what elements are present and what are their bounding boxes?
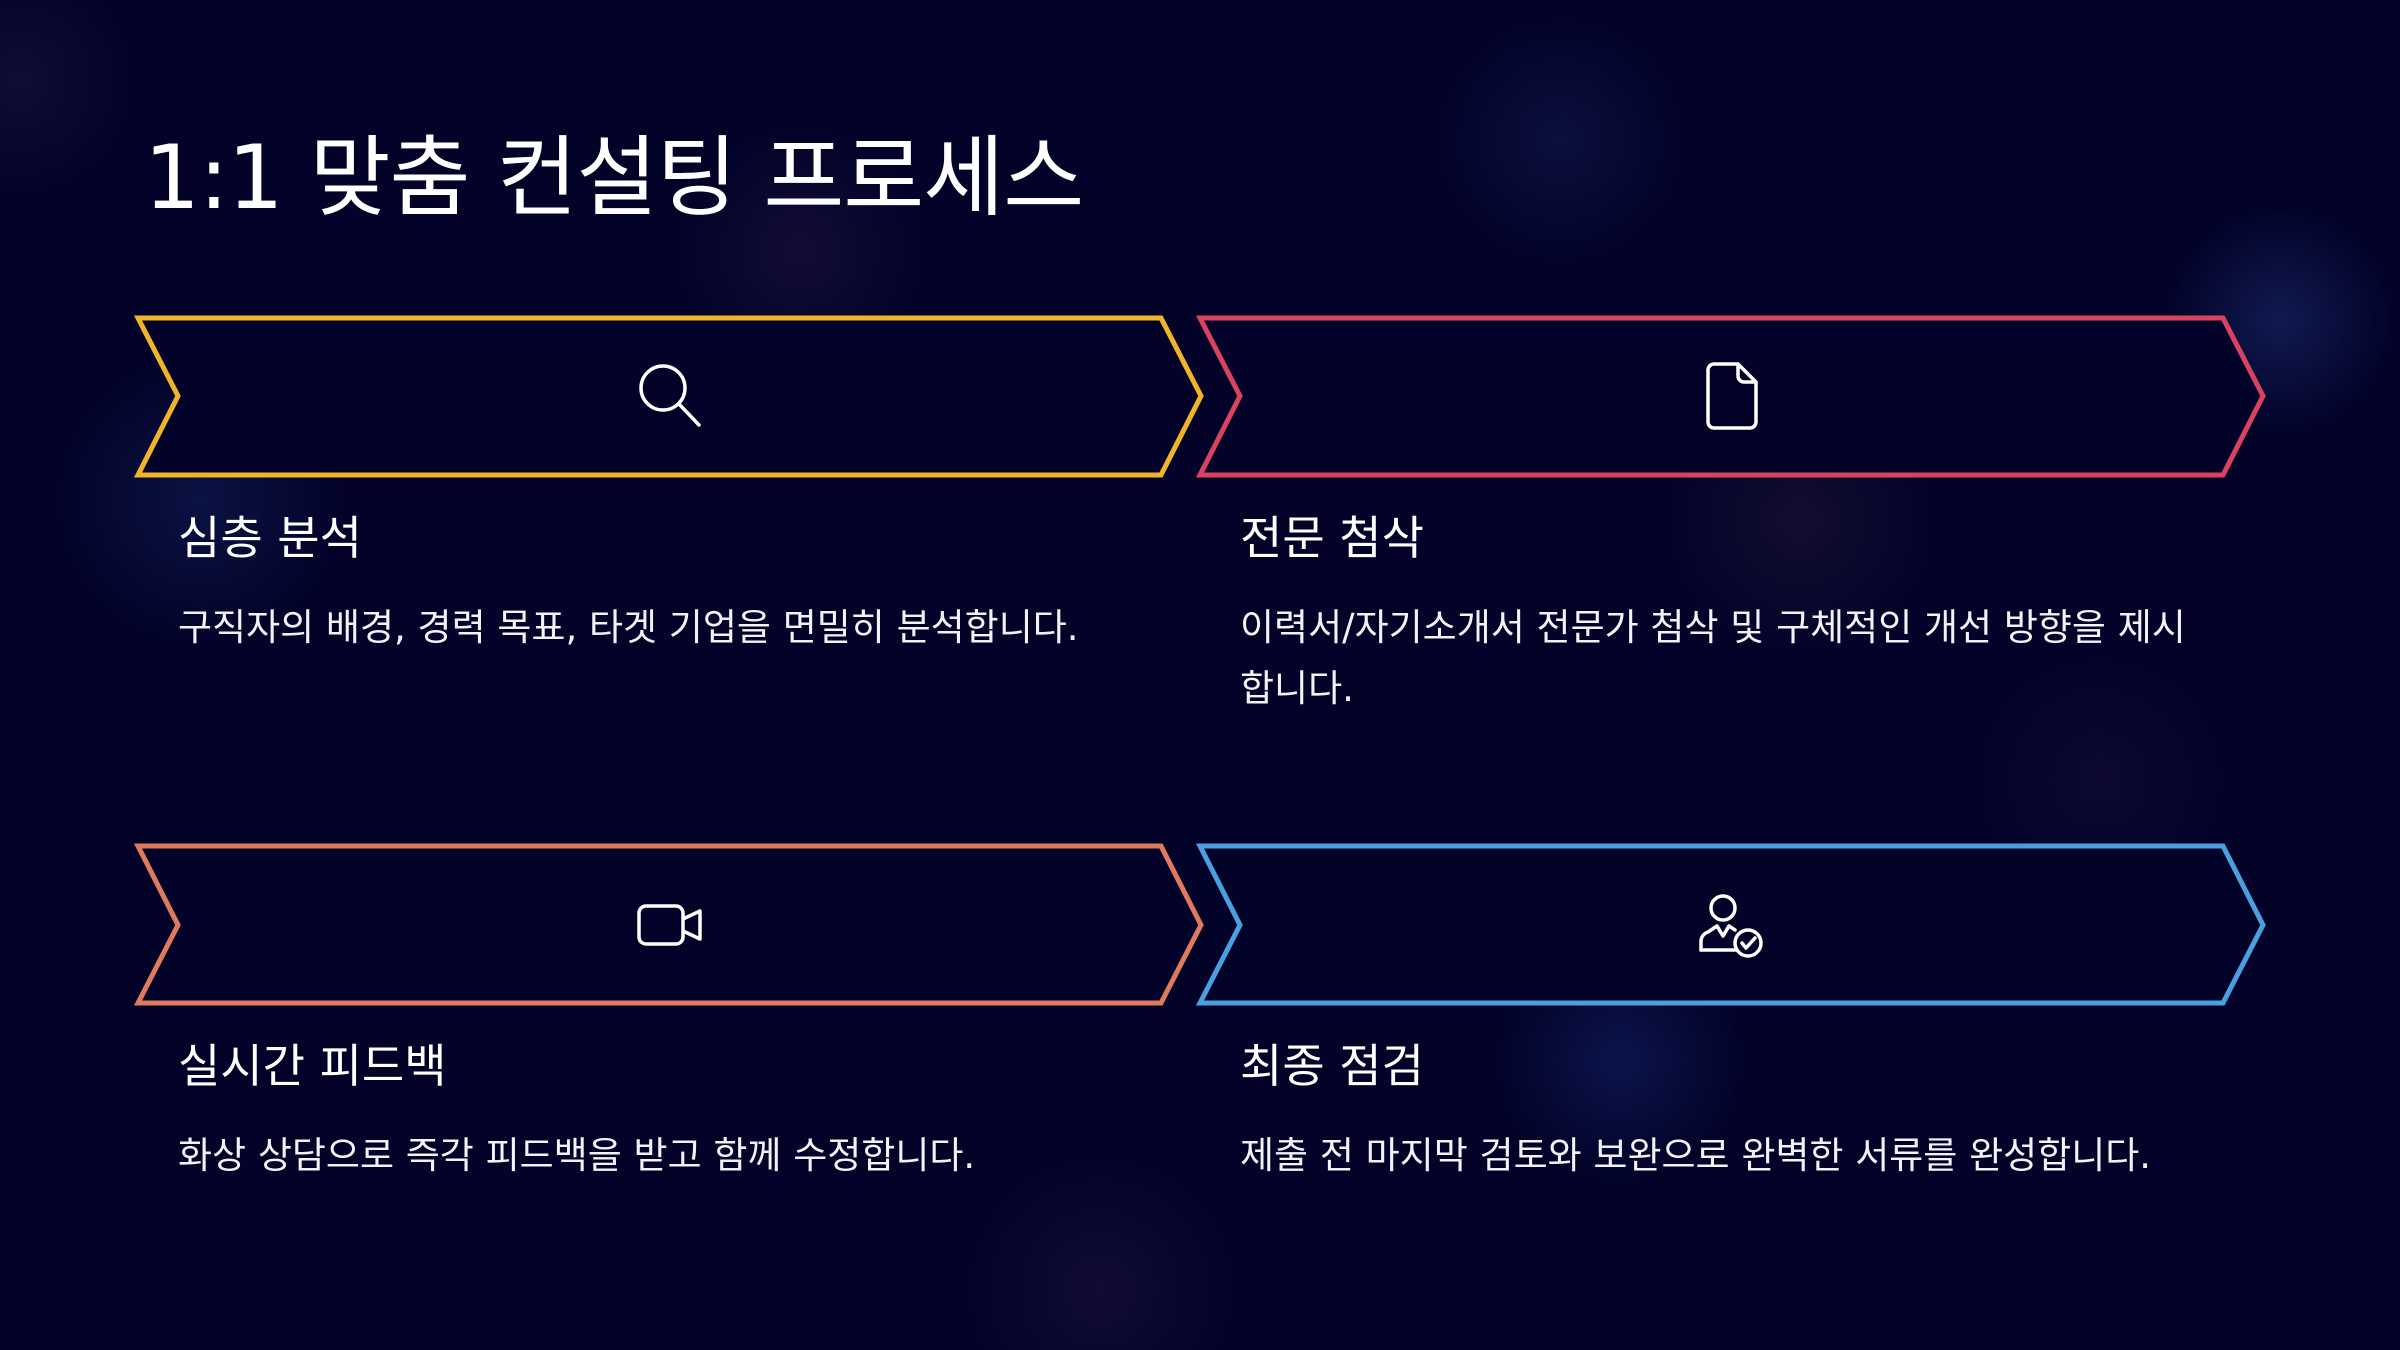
step-title: 실시간 피드백: [178, 1039, 447, 1093]
video-camera-icon: [637, 904, 702, 946]
document-icon: [1706, 362, 1758, 430]
step-description: 화상 상담으로 즉각 피드백을 받고 함께 수정합니다.: [178, 1134, 976, 1177]
step-description: 이력서/자기소개서 전문가 첨삭 및 구체적인 개선 방향을 제시합니다.: [1240, 606, 2186, 710]
user-check-icon: [1699, 894, 1763, 958]
step-title: 심층 분석: [178, 511, 362, 565]
step-title: 전문 첨삭: [1240, 511, 1424, 565]
step-title: 최종 점검: [1240, 1039, 1424, 1093]
step-description: 제출 전 마지막 검토와 보완으로 완벽한 서류를 완성합니다.: [1240, 1134, 2152, 1177]
search-icon: [639, 364, 701, 427]
slide-title: 1:1 맞춤 컨설팅 프로세스: [144, 126, 1084, 229]
step-description: 구직자의 배경, 경력 목표, 타겟 기업을 면밀히 분석합니다.: [178, 606, 1079, 649]
